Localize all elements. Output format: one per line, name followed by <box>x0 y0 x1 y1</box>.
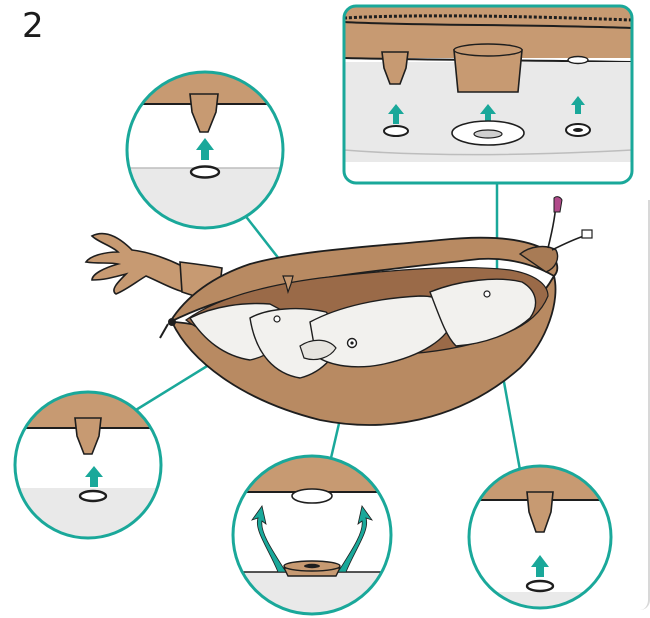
callout-circle-left <box>10 388 170 548</box>
detail-box-top-right <box>344 6 632 183</box>
callout-circle-top <box>120 60 290 238</box>
arm-skin-illustration <box>86 197 592 425</box>
hand <box>86 234 184 294</box>
callout-circle-right <box>460 464 620 618</box>
callout-circle-middle <box>230 456 400 618</box>
